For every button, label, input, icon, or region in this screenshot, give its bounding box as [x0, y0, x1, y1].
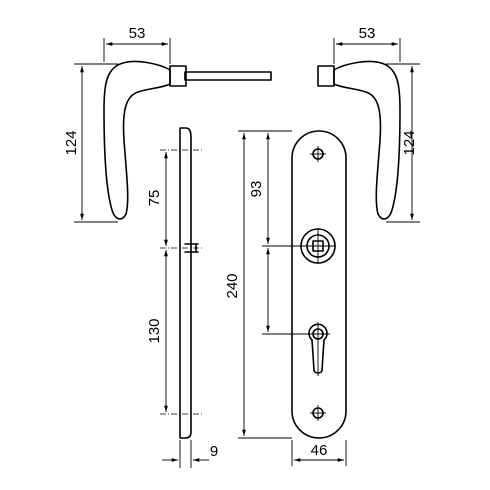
dim-label: 53	[129, 25, 146, 42]
spindle	[184, 71, 272, 81]
dim-left-width: 53	[103, 25, 171, 64]
right-lever-handle	[317, 60, 401, 220]
dim-label: 130	[146, 318, 163, 343]
left-lever-handle	[103, 60, 272, 220]
dim-thickness: 9	[162, 440, 218, 468]
dim-right-width: 53	[333, 25, 401, 64]
rose	[169, 65, 187, 87]
backplate-front-view	[291, 130, 347, 439]
dim-right-height: 124	[386, 63, 420, 223]
dim-label: 46	[311, 442, 328, 459]
dim-label: 124	[401, 130, 418, 155]
lever-body	[333, 60, 401, 220]
plate-outline	[291, 130, 347, 439]
dim-label: 53	[359, 25, 376, 42]
dim-upper-spacing: 75	[146, 152, 168, 246]
dim-total-length: 240	[224, 130, 292, 439]
rose	[317, 65, 335, 87]
dim-left-height: 124	[63, 63, 118, 223]
dim-handle-to-cylinder: 93	[248, 130, 306, 335]
backplate-side-view	[160, 127, 202, 439]
dim-plate-width: 46	[291, 440, 347, 466]
dim-lower-spacing: 130	[146, 250, 168, 412]
dim-label: 93	[248, 181, 265, 198]
lever-body	[103, 60, 171, 220]
dim-label: 240	[224, 273, 241, 298]
dim-label: 9	[210, 443, 218, 460]
dim-label: 75	[146, 190, 163, 207]
dim-label: 124	[63, 130, 80, 155]
